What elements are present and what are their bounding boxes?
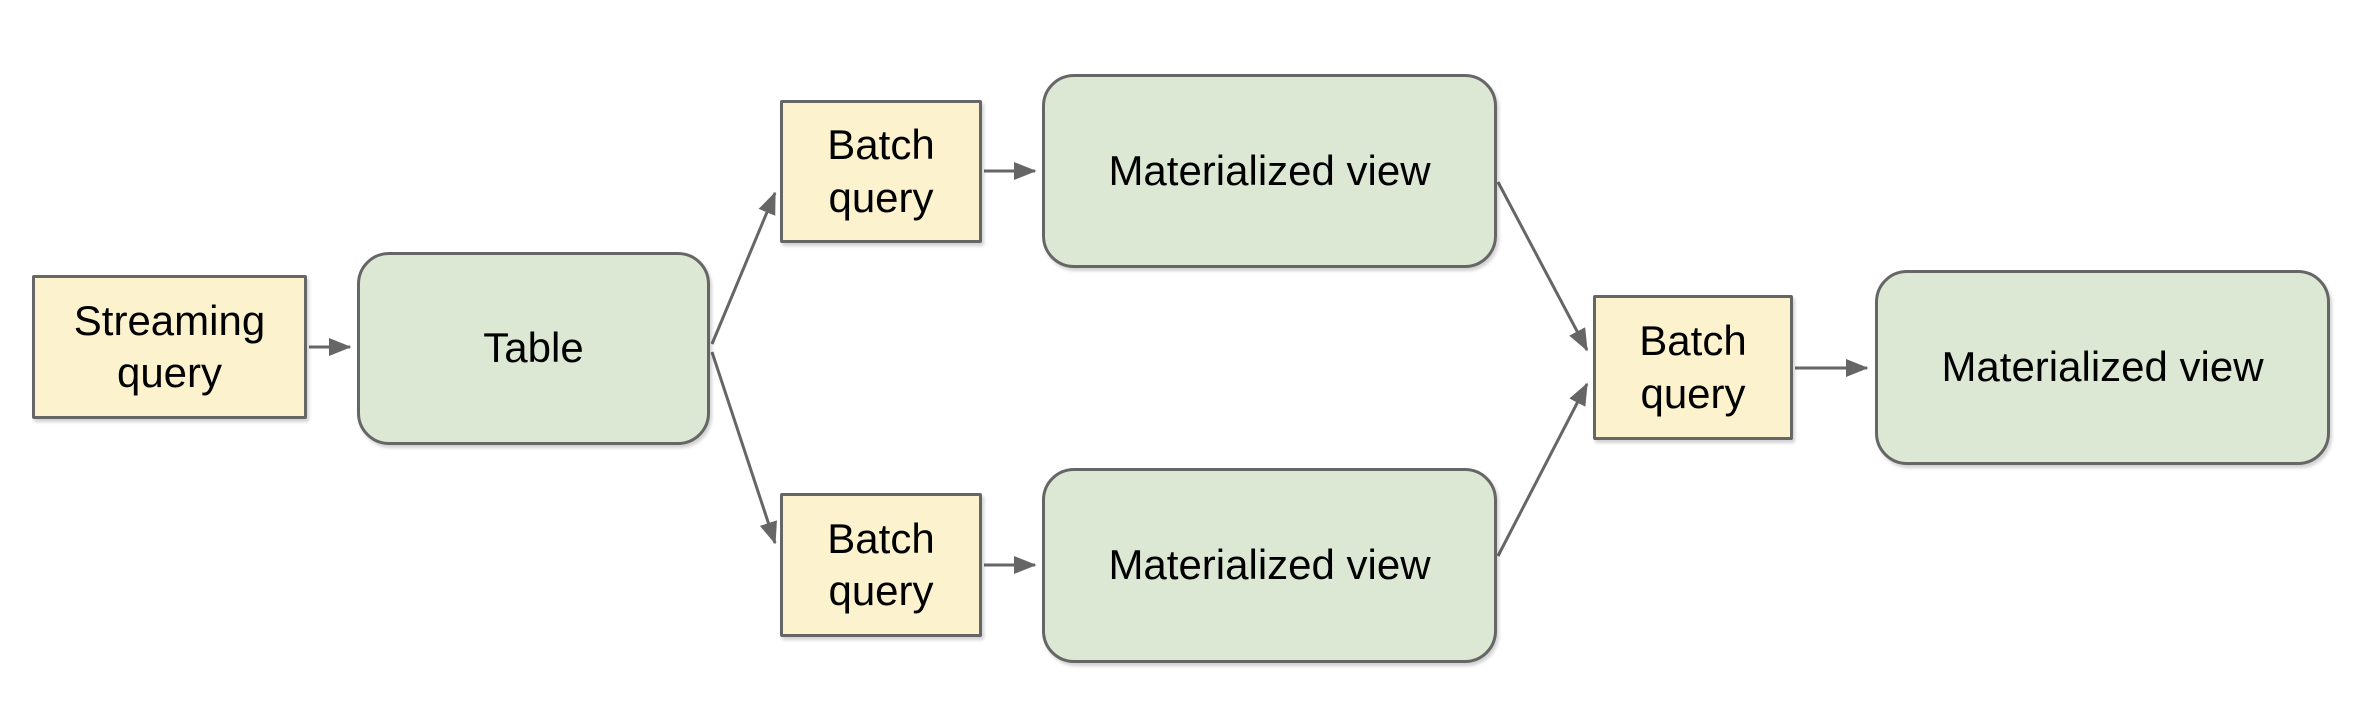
node-materialized-view-top: Materialized view xyxy=(1042,74,1497,268)
node-batch-query-right-label: Batch query xyxy=(1639,317,1747,417)
node-materialized-view-bottom: Materialized view xyxy=(1042,468,1497,663)
node-materialized-view-bottom-label: Materialized view xyxy=(1108,541,1431,589)
node-batch-query-bottom-label: Batch query xyxy=(827,514,935,614)
node-streaming-query: Streaming query xyxy=(32,275,307,419)
edge-table-to-batch-query-top xyxy=(710,191,777,345)
edge-materialized-view-bottom-to-batch-query-right xyxy=(1496,382,1589,557)
node-batch-query-bottom: Batch query xyxy=(780,493,982,637)
node-table-label: Table xyxy=(483,324,584,372)
edge-table-to-batch-query-bottom xyxy=(710,351,777,545)
node-materialized-view-right-label: Materialized view xyxy=(1941,343,2264,391)
node-table: Table xyxy=(357,252,710,445)
node-batch-query-top: Batch query xyxy=(780,100,982,243)
node-batch-query-right: Batch query xyxy=(1593,295,1793,440)
node-streaming-query-label: Streaming query xyxy=(73,296,266,396)
node-materialized-view-top-label: Materialized view xyxy=(1108,146,1431,194)
node-batch-query-top-label: Batch query xyxy=(827,121,935,221)
node-materialized-view-right: Materialized view xyxy=(1875,270,2330,465)
edge-materialized-view-top-to-batch-query-right xyxy=(1496,181,1589,352)
